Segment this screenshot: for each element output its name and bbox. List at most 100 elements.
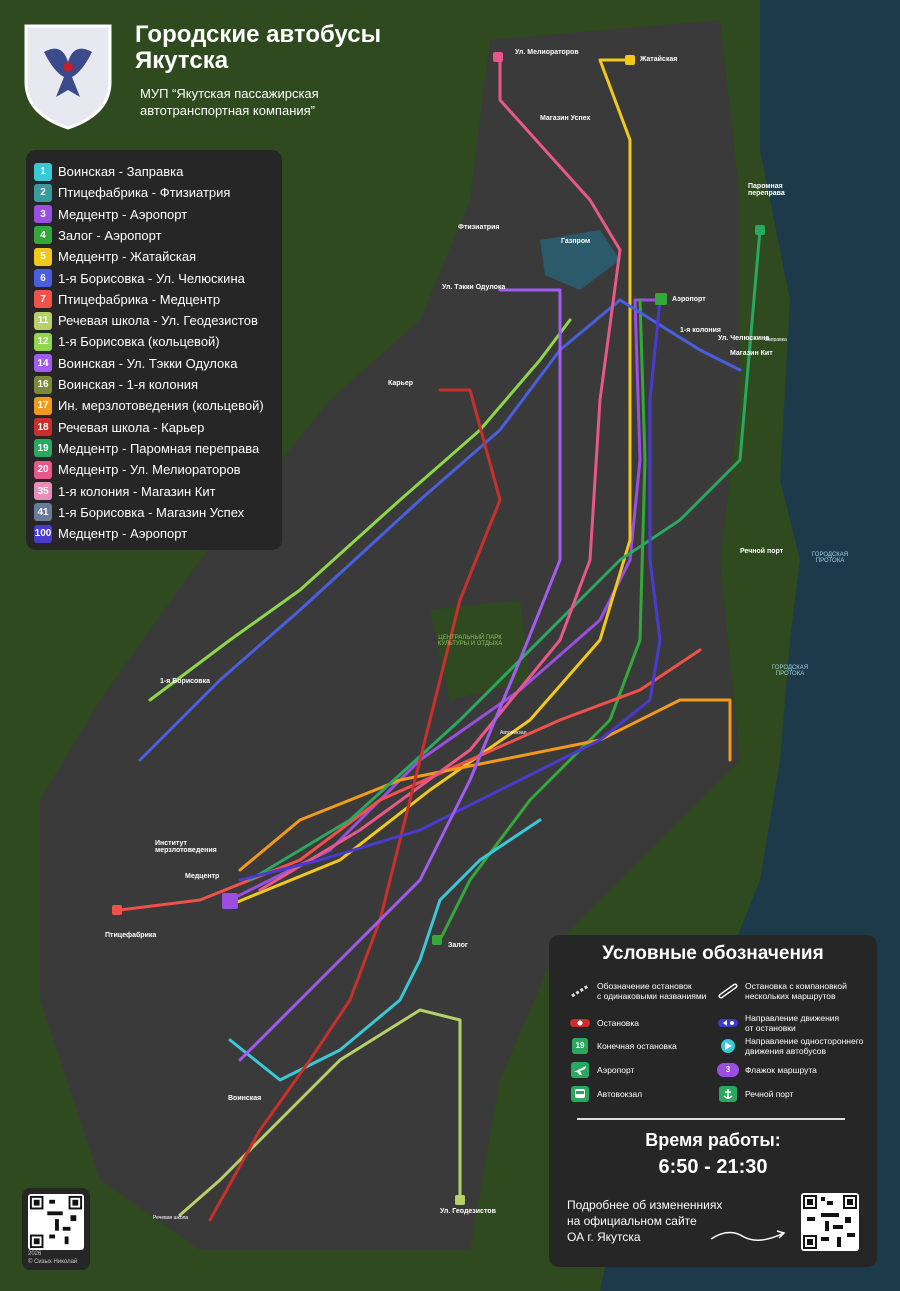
- label-geodezistov: Ул. Геодезистов: [440, 1208, 496, 1215]
- label-zapravka: Заправка: [765, 337, 787, 343]
- label-tekki: Ул. Тэкки Одулока: [442, 284, 506, 291]
- label-magazin-uspekh: Магазин Успех: [540, 115, 591, 122]
- direction-icon: [717, 1015, 739, 1031]
- route-name: 1-я Борисовка (кольцевой): [58, 334, 220, 350]
- key-text: Остановка: [597, 1018, 639, 1028]
- coat-of-arms: [22, 22, 114, 130]
- route-line-14: [238, 288, 562, 1062]
- credit-qr-code[interactable]: [28, 1194, 84, 1250]
- map-key-panel: Условные обозначения Обозначение останов…: [549, 935, 877, 1267]
- label-voinskaya: Воинская: [228, 1095, 262, 1102]
- route-line-100: [238, 298, 662, 882]
- route-line-5: [228, 58, 632, 907]
- one-way-icon: [717, 1038, 739, 1054]
- route-legend-item: 35 1-я колония - Магазин Кит: [34, 482, 216, 501]
- key-text: Конечная остановка: [597, 1041, 677, 1051]
- route-name: Медцентр - Аэропорт: [58, 206, 188, 222]
- route-number-badge: 6: [34, 269, 52, 287]
- route-number-badge: 18: [34, 418, 52, 437]
- route-legend-item: 20 Медцентр - Ул. Мелиораторов: [34, 460, 241, 479]
- route-name: Медцентр - Ул. Мелиораторов: [58, 462, 241, 478]
- key-text: от остановки: [745, 1023, 796, 1033]
- key-title: Условные обозначения: [602, 943, 824, 964]
- route-name: 1-я Борисовка - Магазин Успех: [58, 504, 245, 520]
- more-line-1: Подробнее об измененниях: [567, 1198, 723, 1212]
- key-text: с одинаковыми названиями: [597, 991, 707, 1001]
- route-line-6: [138, 298, 742, 762]
- route-number-badge: 20: [34, 460, 52, 479]
- label-karyer: Карьер: [388, 380, 413, 387]
- label-medcentr: Медцентр: [185, 873, 220, 880]
- more-line-3: ОА г. Якутска: [567, 1230, 641, 1244]
- key-text: Направление одностороннего: [745, 1036, 864, 1046]
- label-zhataiskaya: Жатайская: [640, 56, 678, 63]
- route-legend-item: 16 Воинская - 1-я колония: [34, 375, 198, 394]
- route-name: Воинская - 1-я колония: [58, 377, 199, 392]
- label-rechnoy-port: Речной порт: [740, 548, 784, 555]
- route-legend-item: 3 Медцентр - Аэропорт: [34, 205, 187, 224]
- key-item-airport: Аэропорт: [569, 1062, 634, 1078]
- key-text: Речной порт: [745, 1089, 794, 1099]
- route-legend-item: 18 Речевая школа - Карьер: [34, 418, 204, 437]
- route-line-19: [248, 228, 762, 882]
- label-melioratorov: Ул. Мелиораторов: [515, 49, 579, 56]
- key-item-river-port: Речной порт: [717, 1086, 793, 1102]
- terminal-geodezistov: [455, 1195, 465, 1205]
- route-name: Залог - Аэропорт: [58, 227, 162, 243]
- label-chelyuskina: Ул. Челюскина: [718, 335, 770, 342]
- label-gorodskaya-protoka-1: ГОРОДСКАЯ ПРОТОКА: [811, 552, 849, 564]
- route-name: Речевая школа - Карьер: [58, 419, 205, 435]
- route-number-badge: 17: [34, 396, 52, 415]
- river-port-icon: [717, 1086, 739, 1102]
- label-gorodskaya-protoka-2: ГОРОДСКАЯ ПРОТОКА: [771, 665, 809, 677]
- route-number-badge: 4: [34, 226, 52, 245]
- route-line-11: [178, 1008, 462, 1217]
- route-number-badge: 35: [34, 482, 52, 500]
- credit-panel: 2026 © Сизых Николай: [22, 1188, 90, 1270]
- label-institut: Институт мерзлотоведения: [155, 840, 217, 854]
- route-number-badge: 3: [34, 205, 52, 224]
- route-number-badge: 16: [34, 375, 52, 394]
- subtitle-line-1: МУП “Якутская пассажирская: [140, 86, 319, 101]
- key-text: Обозначение остановок: [597, 981, 692, 991]
- route-number-badge: 1: [34, 162, 52, 181]
- label-ftiziatria: Фтизиатрия: [458, 224, 500, 231]
- key-text: Автовокзал: [597, 1089, 643, 1099]
- more-line-2: на официальном сайте: [567, 1214, 697, 1228]
- route-name: Воинская - Ул. Тэкки Одулока: [58, 355, 238, 371]
- stop-icon: [569, 1015, 591, 1031]
- key-item-stop: Остановка: [569, 1015, 639, 1031]
- route-number-badge: 2: [34, 183, 52, 202]
- arrow-icon: [710, 1230, 786, 1241]
- terminal-melioratorov: [493, 52, 503, 62]
- key-text: Аэропорт: [597, 1065, 635, 1075]
- terminal-medcentr: [222, 893, 238, 909]
- website-qr-code[interactable]: [801, 1193, 859, 1251]
- title-line-2: Якутска: [135, 47, 229, 74]
- key-item-terminal: 19 Конечная остановка: [569, 1038, 677, 1054]
- key-item-bus-station: Автовокзал: [569, 1086, 642, 1102]
- label-ptitsefabrika: Птицефабрика: [105, 932, 157, 939]
- route-legend-item: 4 Залог - Аэропорт: [34, 226, 162, 245]
- map-title: Городские автобусы Якутска: [135, 22, 455, 74]
- credit-author: © Сизых Николай: [28, 1259, 78, 1265]
- title-line-1: Городские автобусы: [135, 21, 382, 48]
- route-name: 1-я Борисовка - Ул. Челюскина: [58, 270, 245, 286]
- route-line-7: [118, 648, 702, 912]
- label-zalog: Залог: [448, 942, 468, 949]
- lake-water: [540, 230, 620, 290]
- route-name: 1-я колония - Магазин Кит: [58, 483, 216, 499]
- airport-icon: [569, 1062, 591, 1078]
- label-gazprom: Газпром: [561, 238, 591, 245]
- key-text: движения автобусов: [745, 1046, 827, 1056]
